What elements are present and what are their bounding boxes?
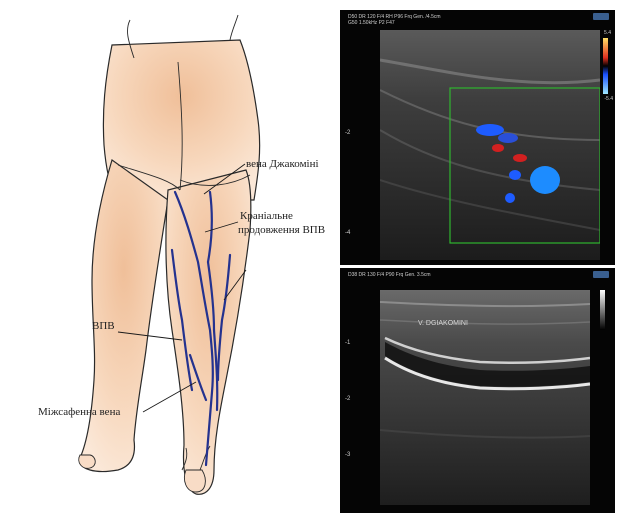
vessel-label-giacomini: V. DGIAKOMINI — [418, 320, 468, 327]
label-intersaphenous-vein: Міжсафенна вена — [38, 406, 120, 418]
label-small-saphenous-vein: ВПВ — [92, 320, 115, 332]
doppler-image — [380, 30, 600, 260]
bmode-depth-tick-1: -1 — [345, 340, 350, 346]
bmode-image — [380, 290, 590, 505]
bmode-depth-tick-2: -2 — [345, 396, 350, 402]
label-cranial-extension-1: Краніальне — [240, 210, 293, 222]
doppler-ultrasound-panel: D50 DR 120 F/4 RH P96 Frq Gen. /4.5cm G5… — [340, 10, 615, 265]
color-scale-min: -5.4 — [604, 96, 613, 102]
doppler-color-bar — [603, 38, 608, 94]
legs-outline — [80, 40, 260, 494]
doppler-header-line2: G50 1.50kHz P2 F47 — [348, 20, 395, 26]
scanner-logo — [593, 13, 609, 20]
color-scale-max: 5.4 — [604, 30, 611, 36]
doppler-depth-tick-4: -4 — [345, 230, 350, 236]
doppler-depth-tick-2: -2 — [345, 130, 350, 136]
leg-vein-illustration — [0, 0, 340, 513]
label-cranial-extension-2: продовження ВПВ — [238, 224, 325, 236]
bmode-gray-bar — [600, 290, 605, 330]
bmode-depth-tick-3: -3 — [345, 452, 350, 458]
label-giacomini-vein: вена Джакоміні — [246, 158, 319, 170]
scanner-logo-2 — [593, 271, 609, 278]
bmode-header-line1: D38 DR 130 F/4 P90 Frq Gen. 3.5cm — [348, 272, 431, 278]
bmode-ultrasound-panel: D38 DR 130 F/4 P90 Frq Gen. 3.5cm V. DGI… — [340, 268, 615, 513]
